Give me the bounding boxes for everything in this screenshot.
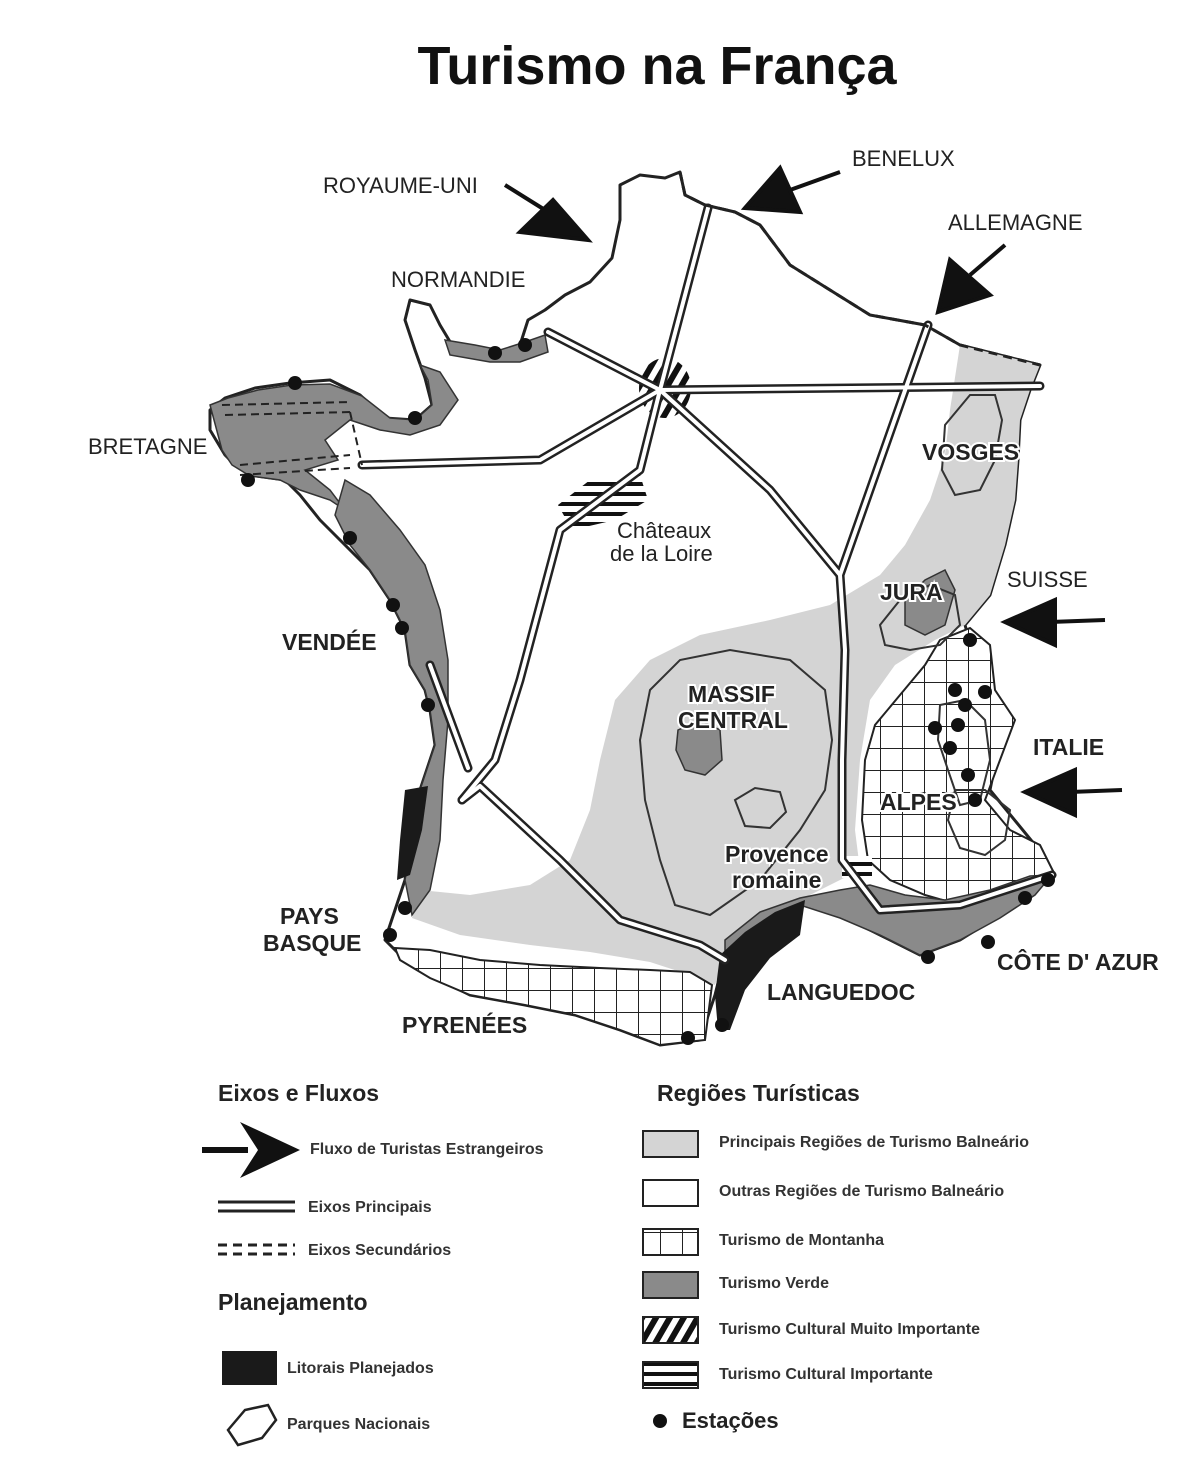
label-chateaux-2: de la Loire: [610, 541, 713, 566]
legend-tourist-regions: Regiões Turísticas Principais Regiões de…: [642, 1080, 1029, 1433]
legend-planejamento-title: Planejamento: [218, 1289, 368, 1315]
legend-balneario-outras-label: Outras Regiões de Turismo Balneário: [719, 1183, 1004, 1200]
mountain-tourism-pyrenees: [393, 946, 714, 1047]
planned-coasts: [397, 786, 805, 1030]
park-vosges: [940, 394, 1004, 497]
beach-tourism-main-region: [412, 345, 1040, 985]
green-tourism-jura: [904, 568, 956, 636]
legend-cultural-muito-swatch: [642, 1316, 699, 1344]
legend-verde-swatch: [642, 1271, 699, 1299]
label-royaume-uni: ROYAUME-UNI: [323, 173, 478, 198]
legend-station-icon: [653, 1414, 667, 1428]
label-languedoc: LANGUEDOC: [767, 979, 915, 1005]
legend-litoral-swatch: [222, 1351, 277, 1385]
border-northeast: [678, 171, 1041, 367]
label-provence-1: Provence: [725, 841, 829, 867]
label-pays-basque-1: PAYS: [280, 903, 339, 929]
legend-estacoes-label: Estações: [682, 1408, 779, 1433]
label-cote-dazur: CÔTE D' AZUR: [997, 948, 1159, 975]
park-cevennes: [733, 786, 788, 830]
label-normandie: NORMANDIE: [391, 267, 525, 292]
legend-park-icon: [226, 1403, 278, 1447]
arrow-from-italie: [1020, 766, 1123, 819]
secondary-axes: [221, 401, 363, 476]
label-vosges: VOSGES: [922, 439, 1019, 465]
label-pays-basque-2: BASQUE: [263, 930, 361, 956]
arrow-from-benelux: [740, 164, 841, 215]
arrow-from-allemagne: [935, 243, 1007, 316]
legend-cultural-label: Turismo Cultural Importante: [719, 1366, 933, 1383]
label-pyrenees: PYRENÉES: [402, 1011, 527, 1038]
arrow-from-royaume-uni: [503, 183, 593, 243]
label-provence-2: romaine: [732, 867, 821, 893]
legend-litorais-label: Litorais Planejados: [287, 1360, 434, 1377]
map-title: Turismo na França: [417, 36, 897, 96]
legend-secondary-axis-icon: [218, 1243, 295, 1256]
label-massif-central-1: MASSIF: [688, 681, 775, 707]
legend-montanha-swatch: [642, 1228, 699, 1256]
legend-balneario-outras-swatch: [642, 1179, 699, 1207]
legend-parques-label: Parques Nacionais: [287, 1416, 430, 1433]
main-axes: [357, 203, 1057, 965]
stations: [241, 338, 1055, 1045]
label-massif-central-2: CENTRAL: [678, 707, 788, 733]
legend-cultural-swatch: [642, 1361, 699, 1389]
label-jura: JURA: [880, 579, 943, 605]
park-massif-central: [638, 648, 834, 917]
legend-eixos-secundarios-label: Eixos Secundários: [308, 1242, 451, 1259]
planned-coast-aquitaine: [397, 786, 428, 880]
park-alps-south: [946, 789, 1012, 857]
label-allemagne: ALLEMAGNE: [948, 210, 1083, 235]
label-suisse: SUISSE: [1007, 567, 1088, 592]
legend-axes-flows: Eixos e Fluxos Fluxo de Turistas Estrang…: [202, 1080, 544, 1259]
legend-main-axis-icon: [218, 1200, 295, 1213]
label-italie: ITALIE: [1033, 734, 1104, 760]
planned-coast-languedoc: [715, 900, 805, 1030]
legend-verde-label: Turismo Verde: [719, 1275, 829, 1292]
legend-eixos-title: Eixos e Fluxos: [218, 1080, 379, 1106]
legend-fluxo-label: Fluxo de Turistas Estrangeiros: [310, 1141, 544, 1158]
park-jura: [878, 583, 962, 652]
legend-planning: Planejamento Litorais Planejados Parques…: [218, 1289, 434, 1447]
label-bretagne: BRETAGNE: [88, 434, 207, 459]
legend-eixos-principais-label: Eixos Principais: [308, 1199, 432, 1216]
label-alpes: ALPES: [880, 789, 957, 815]
legend-balneario-principal-label: Principais Regiões de Turismo Balneário: [719, 1134, 1029, 1151]
tourist-flow-arrows: [503, 164, 1123, 819]
green-tourism-massif-central: [675, 719, 723, 776]
legend-cultural-muito-label: Turismo Cultural Muito Importante: [719, 1321, 980, 1338]
legend-balneario-principal-swatch: [642, 1130, 699, 1158]
legend-regioes-title: Regiões Turísticas: [657, 1080, 860, 1106]
country-labels: ROYAUME-UNI BENELUX ALLEMAGNE SUISSE ITA…: [323, 146, 1104, 760]
green-tourism-normandy-coast: [443, 334, 549, 363]
label-chateaux-1: Châteaux: [617, 518, 711, 543]
region-labels: NORMANDIE BRETAGNE VENDÉE PAYS BASQUE PY…: [88, 267, 1159, 1040]
label-vendee: VENDÉE: [282, 628, 377, 655]
legend-montanha-label: Turismo de Montanha: [719, 1232, 884, 1249]
arrow-from-suisse: [1000, 596, 1106, 649]
label-benelux: BENELUX: [852, 146, 955, 171]
